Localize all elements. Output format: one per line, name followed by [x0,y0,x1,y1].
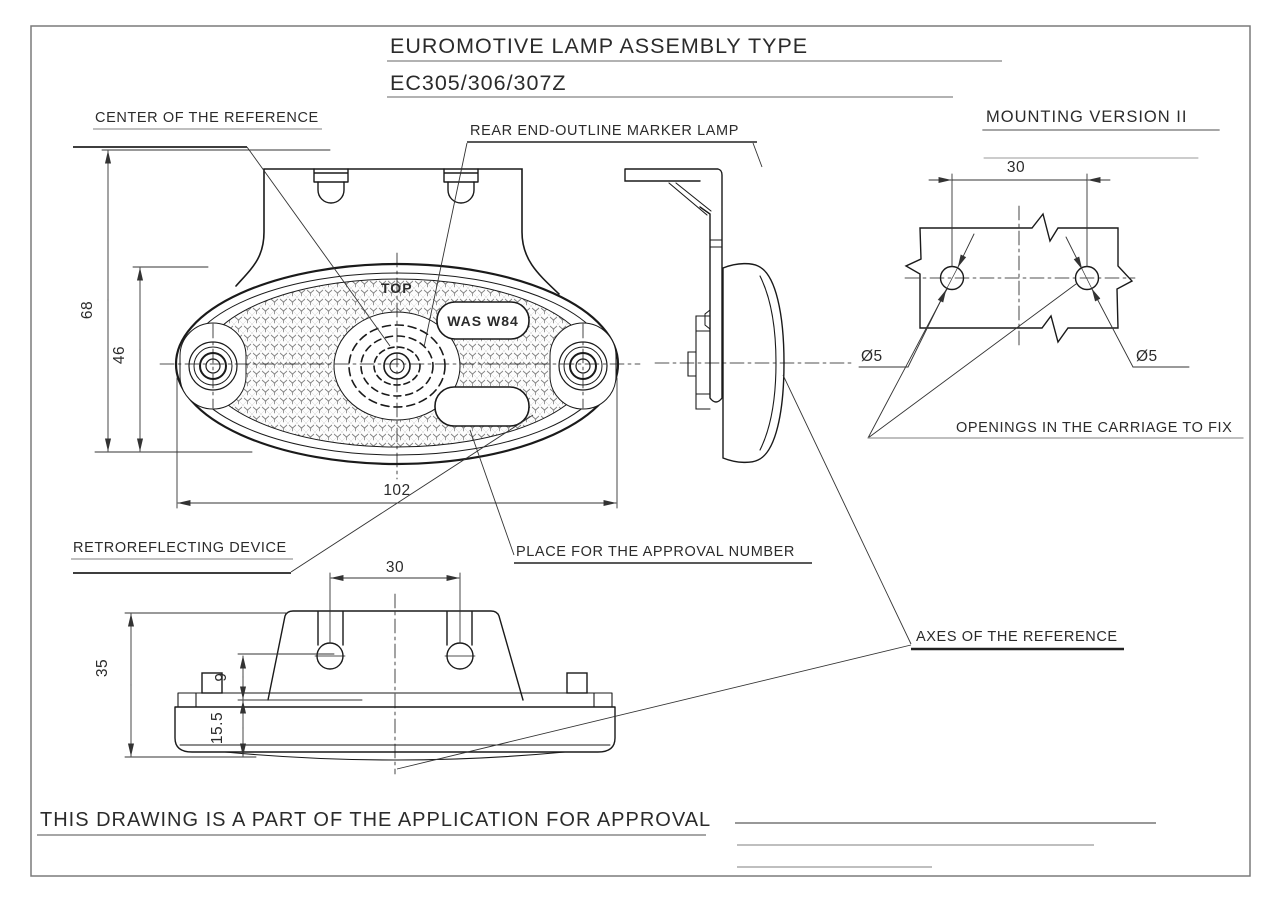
label-center-of-reference: CENTER OF THE REFERENCE [95,110,319,126]
mounting-centerlines [904,205,1136,349]
drawing-frame [30,25,1251,877]
bottom-lens-arc [224,751,566,761]
bottom-view [124,572,616,775]
dim-dia5-right: Ø5 [1136,348,1158,365]
side-view [624,168,853,464]
brand-plate [436,301,530,340]
dim-9: 9 [213,672,230,681]
page-subtitle: EC305/306/307Z [390,71,567,95]
marking-top: TOP [381,280,413,296]
label-openings: OPENINGS IN THE CARRIAGE TO FIX [956,420,1232,436]
screw-recess-left [179,322,247,410]
front-dimensions [94,149,618,509]
footer-note: THIS DRAWING IS A PART OF THE APPLICATIO… [40,809,711,831]
bottom-flange [177,692,613,708]
side-bracket-flange [624,168,723,403]
dim-35: 35 [94,659,111,677]
dim-46: 46 [111,346,128,364]
side-connector-block [687,315,711,410]
front-callouts: CENTER OF THE REFERENCE REAR END-OUTLINE… [71,110,812,574]
label-axes-of-reference: AXES OF THE REFERENCE [916,629,1118,645]
marking-brand: WAS W84 [447,313,519,329]
bottom-slot-right [446,611,473,646]
side-bracket-details [704,239,723,330]
mounting-title: MOUNTING VERSION II [986,108,1187,126]
label-rear-end-outline-marker-lamp: REAR END-OUTLINE MARKER LAMP [470,123,739,139]
carriage-plate [904,212,1134,344]
hole-dia-leaders [858,233,1190,368]
mounting-dimension [928,173,1111,267]
title-block: EUROMOTIVE LAMP ASSEMBLY TYPE EC305/306/… [387,34,1002,98]
page-title: EUROMOTIVE LAMP ASSEMBLY TYPE [390,34,808,58]
dim-15-5: 15.5 [209,712,226,744]
axes-callout: AXES OF THE REFERENCE [396,374,1124,770]
label-retroreflecting-device: RETROREFLECTING DEVICE [73,540,287,556]
label-place-for-approval-number: PLACE FOR THE APPROVAL NUMBER [516,544,795,560]
lamp-bracket-outline [235,168,560,295]
approval-number-plate [434,386,530,427]
bottom-bracket-outline [267,610,524,701]
bottom-peg-right [566,672,588,694]
dim-30-mounting: 30 [1007,159,1025,176]
mounting-peg-left [313,168,349,204]
footer-block: THIS DRAWING IS A PART OF THE APPLICATIO… [37,809,1156,868]
mounting-view: MOUNTING VERSION II [858,108,1244,439]
bottom-slot-left [317,611,344,646]
screw-recess-right [549,322,617,410]
side-bracket-gusset [668,182,712,216]
dim-30-bottom: 30 [386,559,404,576]
openings-leaders [867,283,1077,439]
front-view: TOP WAS W84 68 46 102 [79,149,641,509]
front-centerlines [159,252,641,480]
bottom-dimensions [124,572,461,758]
dim-dia5-left: Ø5 [861,348,883,365]
dim-102: 102 [383,482,410,499]
dim-68: 68 [79,301,96,319]
mounting-peg-right [443,168,479,204]
